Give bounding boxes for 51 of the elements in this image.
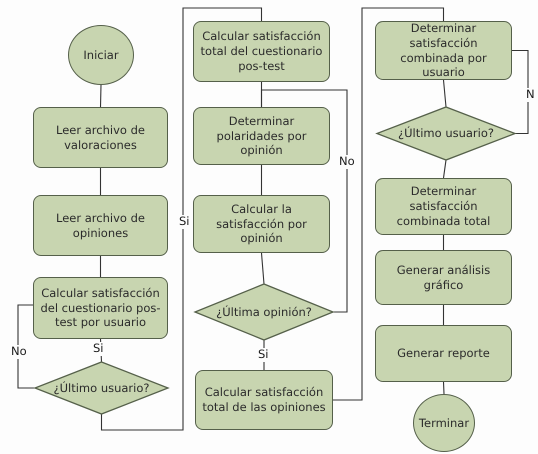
decision-diamond: [35, 362, 168, 414]
node-text: Determinar satisfacción combinada total: [396, 184, 492, 229]
process-box: [33, 277, 168, 339]
edge-label: No: [10, 345, 28, 359]
node-text: Calcular satisfacción total de las opiniones: [201, 385, 327, 415]
process-box: [193, 195, 330, 253]
connector-line: [100, 7, 262, 431]
node-text: Generar reporte: [396, 346, 491, 361]
process-box: [33, 107, 168, 168]
decision-diamond: [377, 107, 515, 160]
connector-line: [100, 84, 102, 108]
process-box: [195, 370, 333, 430]
decision-diamond: [195, 284, 333, 340]
node-text: ¿Última opinión?: [215, 304, 313, 320]
node-text: Generar análisis gráfico: [396, 262, 492, 292]
process-box: [193, 21, 330, 82]
connector-line: [442, 235, 444, 250]
connector-line: [100, 256, 102, 277]
edge-label: Si: [257, 348, 270, 362]
connector-line: [100, 168, 102, 195]
connector-line: [333, 7, 444, 401]
connector-line: [260, 252, 265, 284]
edge-label: Si: [92, 342, 104, 356]
process-box: [375, 325, 512, 382]
edge-label: N: [525, 88, 536, 102]
process-box: [375, 250, 512, 305]
connector-line: [442, 305, 444, 325]
process-box: [375, 21, 512, 80]
connector-line: [260, 89, 348, 313]
node-text: Calcular satisfacción total del cuestionario pos-test: [200, 29, 324, 74]
node-text: Calcular la satisfacción por opinión: [215, 202, 308, 246]
connector-line: [260, 165, 262, 195]
connector-line: [512, 50, 529, 134]
node-text: Calcular satisfacción del cuestionario pos-test por usuario: [39, 286, 162, 330]
process-box: [33, 195, 168, 256]
connector-line: [442, 382, 445, 394]
node-text: Iniciar: [82, 48, 120, 62]
node-text: Determinar satisfacción combinada por usuario: [399, 20, 488, 80]
process-box: [375, 178, 512, 235]
process-box: [193, 107, 330, 165]
node-text: Terminar: [418, 416, 470, 430]
connector-line: [442, 160, 447, 178]
node-text: Leer archivo de opiniones: [55, 210, 146, 240]
node-text: Determinar polaridades por opinión: [216, 114, 308, 158]
edge-label: No: [338, 155, 356, 169]
node-text: ¿Último usuario?: [52, 380, 150, 396]
node-text: Leer archivo de valoraciones: [55, 122, 146, 152]
edge-label: Si: [178, 215, 190, 229]
node-text: ¿Último usuario?: [397, 126, 495, 141]
connector-line: [442, 80, 447, 108]
connector-line: [17, 304, 35, 389]
